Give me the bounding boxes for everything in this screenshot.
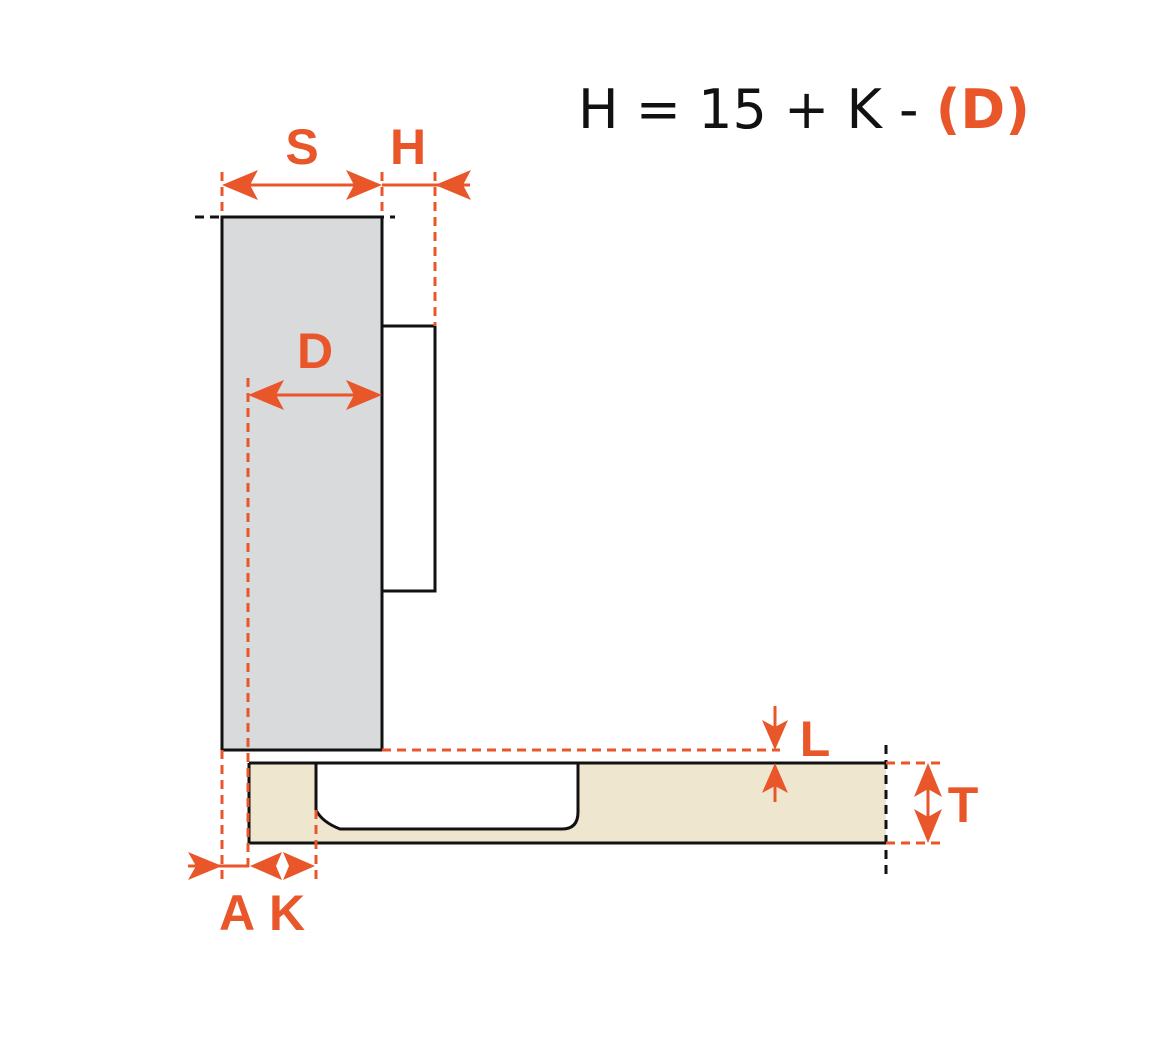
- svg-text:A: A: [219, 885, 255, 941]
- dimension-H: H: [382, 119, 471, 326]
- formula: H = 15 + K - (D): [578, 78, 1030, 141]
- dimension-D: D: [246, 323, 382, 870]
- hinge-cup-bore: [314, 761, 580, 831]
- svg-text:K: K: [269, 885, 305, 941]
- dimension-S: S: [220, 119, 384, 217]
- svg-text:H: H: [390, 119, 426, 175]
- svg-text:D: D: [297, 323, 333, 379]
- cabinet-board: [247, 761, 886, 845]
- dimension-A: A: [188, 750, 255, 941]
- dimension-K: K: [250, 810, 318, 941]
- hinge-plate: [380, 324, 437, 593]
- dimension-L: L: [382, 706, 830, 802]
- svg-text:L: L: [800, 711, 831, 767]
- svg-text:S: S: [285, 119, 318, 175]
- dimension-T: T: [886, 761, 979, 845]
- svg-text:T: T: [948, 777, 979, 833]
- door-panel: [220, 215, 384, 752]
